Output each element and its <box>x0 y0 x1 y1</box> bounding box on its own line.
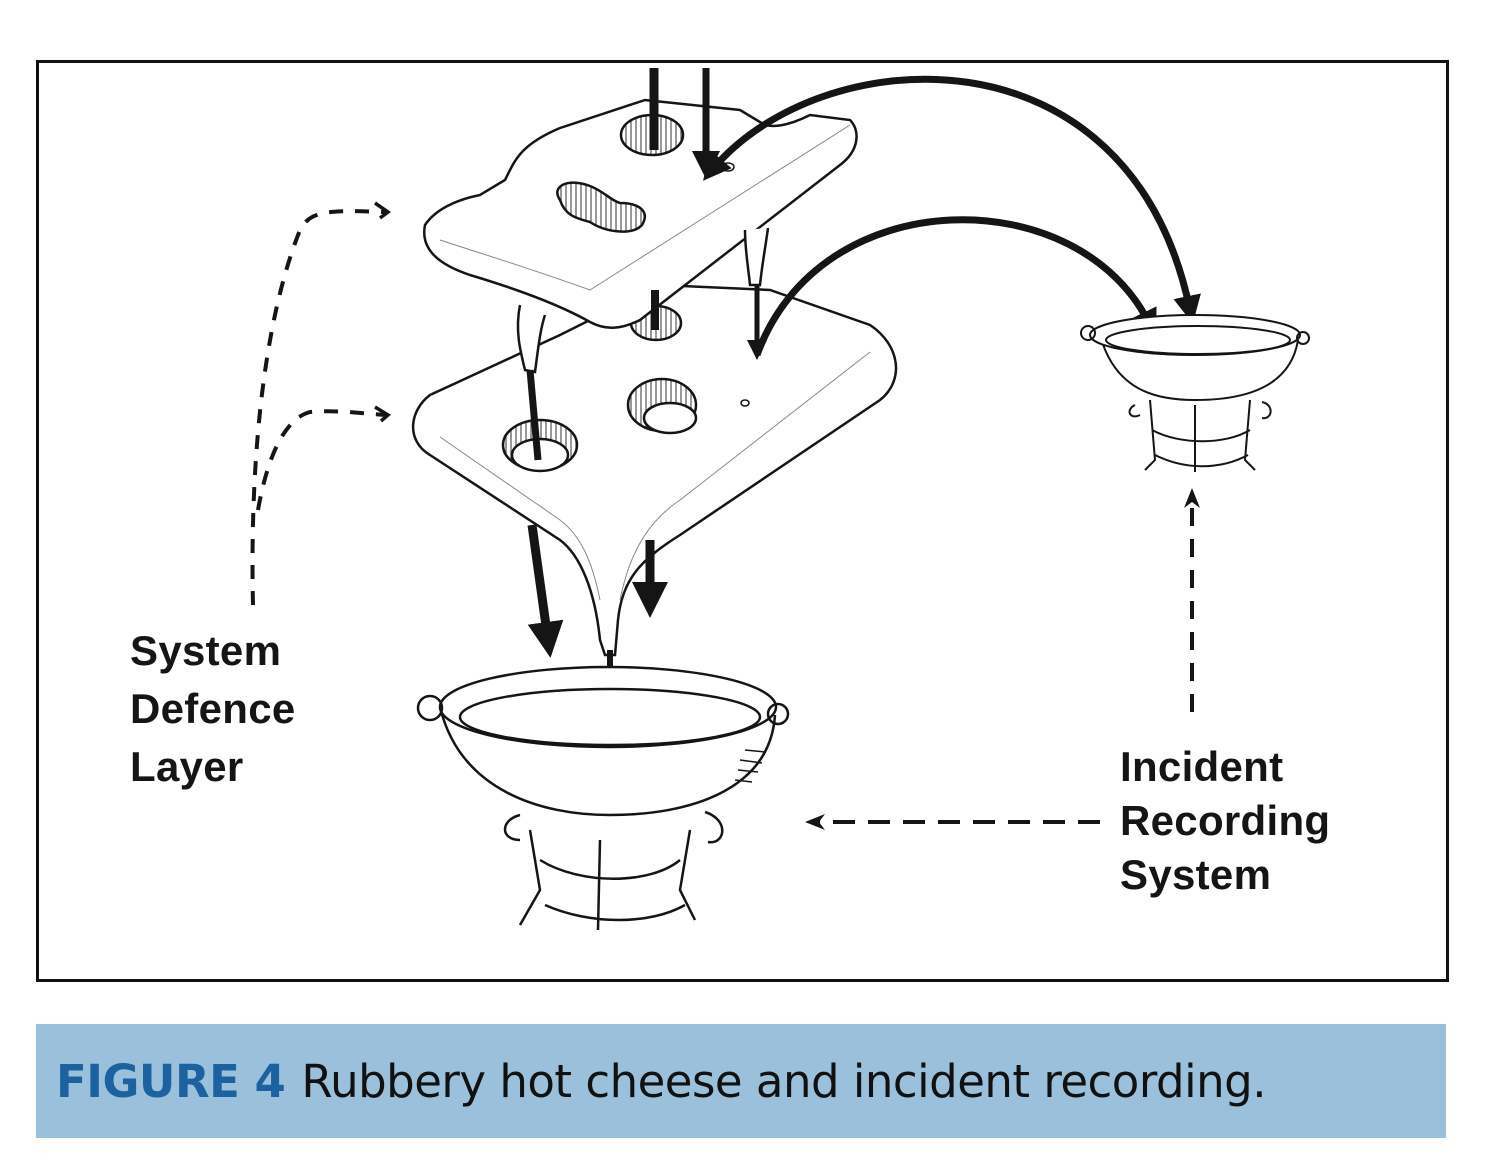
figure-caption: FIGURE 4 Rubbery hot cheese and incident … <box>36 1024 1446 1138</box>
hazard-arrows-through-holes <box>526 68 767 702</box>
label-line: System <box>1120 851 1272 898</box>
label-incident-recording-system: Incident Recording System <box>1120 740 1330 902</box>
fondue-pot-main <box>416 665 790 931</box>
curved-arrows-to-recording-pot <box>703 75 1201 357</box>
label-line: Layer <box>130 743 244 790</box>
figure-frame <box>36 60 1449 982</box>
label-line: Recording <box>1120 797 1331 844</box>
fondue-pot-incident-recording <box>1080 314 1310 472</box>
caption-text: Rubbery hot cheese and incident recordin… <box>301 1054 1266 1108</box>
dashed-pointers-to-layers <box>250 209 386 606</box>
diagram-illustration <box>250 68 1310 931</box>
label-line: Incident <box>1120 743 1284 790</box>
label-line: System <box>130 627 282 674</box>
label-system-defence-layer: System Defence Layer <box>130 622 296 796</box>
caption-label: FIGURE 4 <box>56 1054 286 1108</box>
cheese-slice-lower <box>411 283 898 657</box>
label-line: Defence <box>130 685 296 732</box>
caption-text-line: FIGURE 4 Rubbery hot cheese and incident … <box>56 1055 1266 1108</box>
